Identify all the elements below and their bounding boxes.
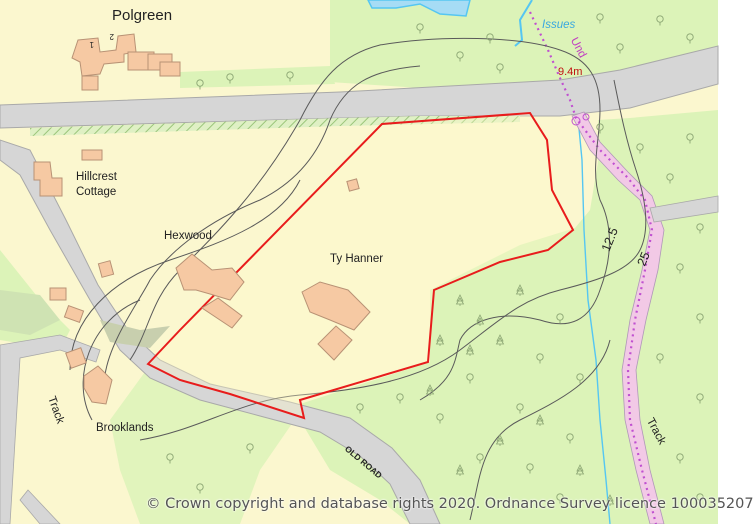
track-left [0,334,101,524]
marker-circle [571,116,581,126]
grass-area-north [330,0,718,90]
label-cottage: Cottage [76,186,116,198]
label-house-no-2: 2 [109,32,114,41]
map-canvas: Polgreen 1 2 Hillcrest Cottage Hexwood T… [0,0,719,524]
track-right [571,111,665,524]
building-ty-hanner-main [301,281,371,331]
stream [577,117,611,524]
building-hexwood-1 [175,253,245,301]
building-hexwood-2 [201,297,243,329]
minor-road-east [649,195,719,223]
label-hexwood: Hexwood [164,230,212,242]
old-road [0,139,441,524]
building-polgreen-5 [81,75,99,91]
building-west-1 [49,287,67,301]
grass-patch [0,290,60,335]
building-brooklands-1 [65,347,87,369]
main-road [0,45,719,129]
label-house-no-1: 1 [89,40,94,49]
building-small-shed [346,178,360,192]
building-ty-hanner-annex [317,325,353,361]
buildings [33,33,371,405]
building-small-west [97,260,115,278]
label-polgreen: Polgreen [112,7,172,24]
building-brooklands-2 [83,365,113,405]
grass-strip-north [180,66,335,88]
stream-top [514,0,533,47]
building-hillcrest-shed [81,149,103,161]
building-polgreen-1 [71,33,137,77]
label-contour-25: 25 [635,250,653,268]
building-west-2 [63,304,85,324]
road-junction-verge [100,320,170,348]
marker-circle [582,113,590,121]
label-brooklands: Brooklands [96,422,154,434]
pond [367,0,471,17]
site-boundary[interactable] [146,111,575,420]
track-left-stub [19,489,61,524]
contour-lines [69,37,647,521]
verge-hatched [30,116,520,136]
label-hillcrest: Hillcrest [76,171,118,183]
building-polgreen-4 [159,61,181,77]
building-hillcrest-cottage [33,161,63,197]
woodland-area [300,110,718,524]
copyright-notice: © Crown copyright and database rights 20… [146,496,754,512]
label-spot-height: 9.4m [558,66,582,78]
label-ty-hanner: Ty Hanner [330,253,383,265]
label-issues: Issues [542,19,575,31]
footpath-dotted [529,11,658,524]
